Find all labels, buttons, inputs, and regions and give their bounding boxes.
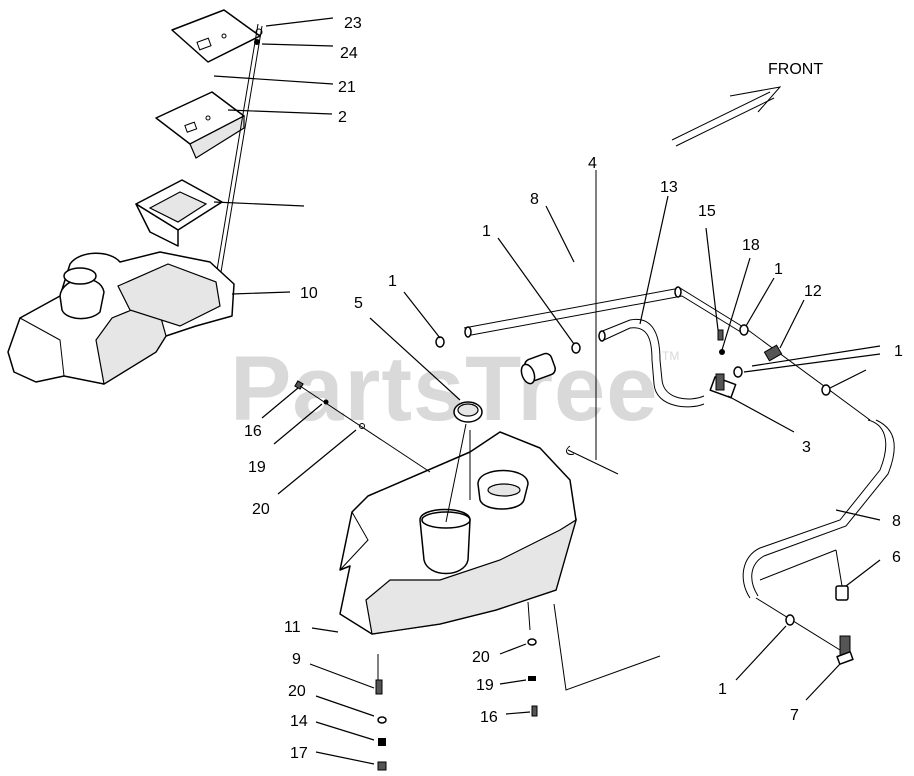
callout-24: 24 bbox=[340, 45, 358, 62]
fuel-filter bbox=[520, 352, 556, 385]
callout-1-right-clamps: 1 bbox=[894, 343, 903, 360]
callout-15: 15 bbox=[698, 203, 716, 220]
watermark: PartsTree TM bbox=[230, 338, 679, 440]
fuel-outlet-fitting bbox=[759, 549, 854, 665]
callout-numbers: 23 24 21 2 10 5 1 1 8 4 13 15 18 1 12 1 … bbox=[244, 15, 903, 762]
callout-11: 11 bbox=[284, 619, 301, 636]
callout-21: 21 bbox=[338, 79, 356, 96]
callout-3: 3 bbox=[802, 439, 811, 456]
gas-tank-bracket bbox=[135, 179, 223, 247]
bracket-screw-rods bbox=[211, 23, 263, 303]
watermark-trademark: TM bbox=[662, 349, 679, 363]
callout-13: 13 bbox=[660, 179, 678, 196]
callout-2: 2 bbox=[338, 109, 347, 126]
upper-cover-plate bbox=[171, 9, 261, 63]
callout-1-tee-clamp: 1 bbox=[774, 261, 783, 278]
callout-23: 23 bbox=[344, 15, 362, 32]
shutoff-valve-clamp bbox=[709, 373, 737, 399]
callout-1-left-clamp: 1 bbox=[388, 273, 397, 290]
callout-8-lower: 8 bbox=[892, 513, 901, 530]
callout-1-lower-clamp: 1 bbox=[718, 681, 727, 698]
fuel-tank-left bbox=[7, 251, 235, 385]
callout-4: 4 bbox=[588, 155, 597, 172]
callout-16-upper: 16 bbox=[244, 423, 262, 440]
front-arrow-icon bbox=[671, 86, 782, 147]
callout-20-upper: 20 bbox=[252, 501, 270, 518]
fuel-line-upper bbox=[463, 286, 871, 421]
fuel-line-lower-8 bbox=[742, 419, 895, 651]
callout-6: 6 bbox=[892, 549, 901, 566]
fuel-cap bbox=[445, 401, 483, 523]
callout-12: 12 bbox=[804, 283, 822, 300]
callout-14: 14 bbox=[290, 713, 308, 730]
callout-5: 5 bbox=[354, 295, 363, 312]
tee-fitting bbox=[763, 344, 783, 362]
fuel-tank-center bbox=[339, 431, 578, 635]
callout-18: 18 bbox=[742, 237, 760, 254]
callout-16-lower: 16 bbox=[480, 709, 498, 726]
watermark-text: PartsTree bbox=[230, 338, 658, 440]
hose-clamps bbox=[435, 324, 831, 626]
front-direction-indicator: FRONT bbox=[671, 61, 823, 147]
cable-tie bbox=[566, 445, 619, 475]
callout-10: 10 bbox=[300, 285, 318, 302]
lower-hardware-stack bbox=[375, 601, 538, 771]
callout-20-lower-center: 20 bbox=[472, 649, 490, 666]
callout-17: 17 bbox=[290, 745, 308, 762]
fuel-screws-and-washers bbox=[294, 329, 725, 473]
callout-19-upper: 19 bbox=[248, 459, 266, 476]
front-label: FRONT bbox=[768, 61, 823, 78]
callout-8-upper: 8 bbox=[530, 191, 539, 208]
callout-20-lower-left: 20 bbox=[288, 683, 306, 700]
callout-9: 9 bbox=[292, 651, 301, 668]
leader-lines-upper-left bbox=[213, 17, 334, 295]
callout-1-filter-clamp: 1 bbox=[482, 223, 491, 240]
lower-cover-plate bbox=[155, 91, 245, 159]
callout-7: 7 bbox=[790, 707, 799, 724]
assembly-connector-lines bbox=[469, 170, 661, 691]
callout-leader-lines bbox=[261, 195, 881, 765]
callout-19-lower: 19 bbox=[476, 677, 494, 694]
